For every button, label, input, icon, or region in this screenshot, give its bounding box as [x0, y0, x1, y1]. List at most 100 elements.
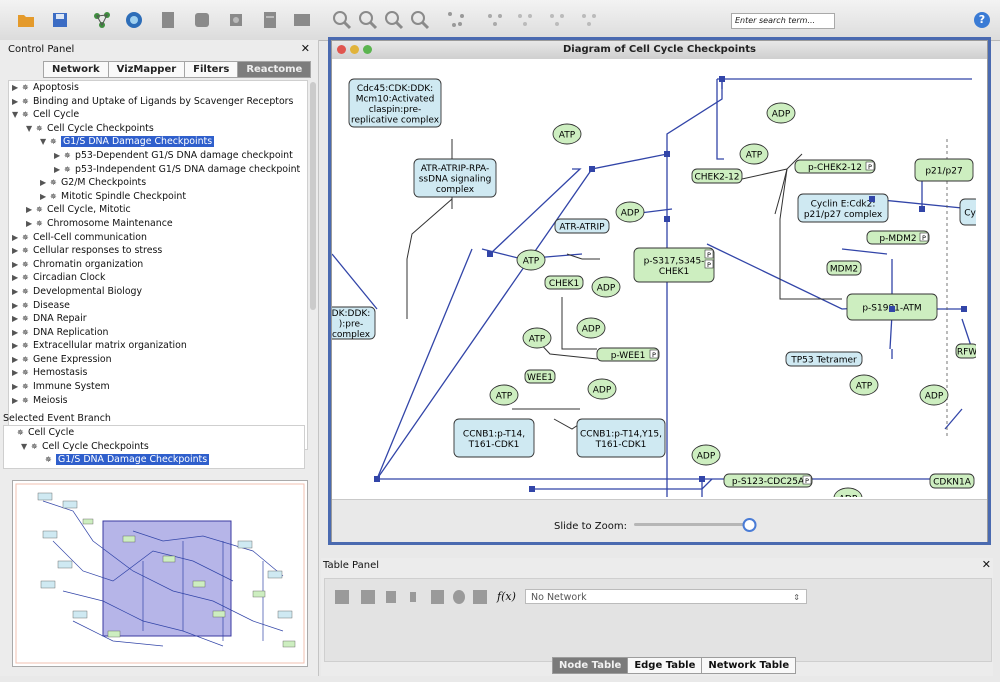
collapsed-arrow-icon[interactable]: ▶ [12, 300, 19, 310]
small-molecule-node[interactable]: ADP [766, 102, 796, 124]
tree-item[interactable]: ▶✵Hemostasis [9, 366, 307, 380]
tree-item[interactable]: ▶✵Chromosome Maintenance [9, 217, 307, 231]
collapsed-arrow-icon[interactable]: ▶ [12, 341, 19, 351]
collapsed-arrow-icon[interactable]: ▶ [12, 382, 19, 392]
tab-network[interactable]: Network [44, 62, 109, 77]
tree-item[interactable]: ▶✵Chromatin organization [9, 258, 307, 272]
tree-item[interactable]: ▼✵Cell Cycle [9, 108, 307, 122]
small-molecule-node[interactable]: ATP [552, 123, 582, 145]
layout-icon[interactable] [446, 10, 466, 30]
tree-item[interactable]: ✵G1/S DNA Damage Checkpoints [4, 453, 304, 467]
hide-icon[interactable] [486, 10, 506, 30]
tree-item[interactable]: ✵Cell Cycle [4, 426, 304, 440]
protein-node[interactable]: WEE1 [524, 369, 556, 384]
protein-node[interactable]: MDM2 [826, 260, 862, 276]
collapsed-arrow-icon[interactable]: ▶ [26, 205, 33, 215]
tab-vizmapper[interactable]: VizMapper [109, 62, 186, 77]
table-show-columns-icon[interactable] [335, 590, 349, 604]
tree-item[interactable]: ▶✵p53-Independent G1/S DNA damage checkp… [9, 163, 307, 177]
small-molecule-node[interactable]: ADP [587, 378, 617, 400]
tree-item[interactable]: ▶✵Immune System [9, 380, 307, 394]
function-builder-icon[interactable]: f(x) [497, 590, 516, 603]
tree-item[interactable]: ▶✵p53-Dependent G1/S DNA damage checkpoi… [9, 149, 307, 163]
export-image-icon[interactable] [226, 10, 246, 30]
tab-node-table[interactable]: Node Table [553, 658, 629, 673]
collapsed-arrow-icon[interactable]: ▶ [54, 150, 61, 160]
search-input[interactable]: Enter search term... [731, 13, 835, 29]
save-icon[interactable] [50, 10, 70, 30]
complex-node[interactable]: Cdc45:CDK:DDK:Mcm10:Activatedclaspin:pre… [348, 78, 442, 128]
tree-item[interactable]: ▶✵Mitotic Spindle Checkpoint [9, 190, 307, 204]
tree-item[interactable]: ▶✵Cell-Cell communication [9, 231, 307, 245]
session-icon[interactable] [292, 10, 312, 30]
collapsed-arrow-icon[interactable]: ▶ [40, 178, 47, 188]
table-database-icon[interactable] [453, 590, 465, 604]
zoom-in-icon[interactable] [332, 10, 352, 30]
complex-node[interactable]: Cyclin E:Cdk2:p21/p27 complex [797, 193, 889, 223]
collapsed-arrow-icon[interactable]: ▶ [12, 273, 19, 283]
tab-network-table[interactable]: Network Table [708, 660, 790, 671]
expanded-arrow-icon[interactable]: ▼ [12, 110, 19, 120]
collapsed-arrow-icon[interactable]: ▶ [40, 191, 47, 201]
open-icon[interactable] [16, 10, 36, 30]
collapsed-arrow-icon[interactable]: ▶ [12, 395, 19, 405]
tree-item[interactable]: ▼✵G1/S DNA Damage Checkpoints [9, 135, 307, 149]
complex-node[interactable]: Cy [959, 198, 976, 226]
small-molecule-node[interactable]: ATP [522, 327, 552, 349]
small-molecule-node[interactable]: ADP [691, 444, 721, 466]
import-table-icon[interactable] [124, 10, 144, 30]
tree-item[interactable]: ▶✵DNA Replication [9, 326, 307, 340]
protein-node[interactable]: CDKN1A [929, 473, 975, 489]
import-network-icon[interactable] [92, 10, 112, 30]
table-link-icon[interactable] [410, 592, 416, 602]
tree-item[interactable]: ▶✵Disease [9, 299, 307, 313]
close-icon[interactable]: ✕ [300, 42, 310, 55]
tree-item[interactable]: ▶✵Cellular responses to stress [9, 244, 307, 258]
collapsed-arrow-icon[interactable]: ▶ [12, 286, 19, 296]
complex-node[interactable]: DK:DDK:):pre-complex [332, 306, 376, 340]
collapse-icon[interactable] [580, 10, 600, 30]
small-molecule-node[interactable]: ADP [615, 201, 645, 223]
tree-item[interactable]: ▼✵Cell Cycle Checkpoints [4, 440, 304, 454]
tree-item[interactable]: ▶✵Circadian Clock [9, 271, 307, 285]
zoom-selected-icon[interactable] [410, 10, 430, 30]
protein-node[interactable]: p21/p27 [914, 158, 974, 182]
small-molecule-node[interactable]: ADP [591, 276, 621, 298]
tree-item[interactable]: ▶✵G2/M Checkpoints [9, 176, 307, 190]
collapsed-arrow-icon[interactable]: ▶ [54, 164, 61, 174]
small-molecule-node[interactable]: ADP [919, 384, 949, 406]
expanded-arrow-icon[interactable]: ▼ [40, 137, 47, 147]
tree-item[interactable]: ▶✵Binding and Uptake of Ligands by Scave… [9, 95, 307, 109]
collapsed-arrow-icon[interactable]: ▶ [26, 218, 33, 228]
maximize-window-icon[interactable] [363, 45, 372, 54]
zoom-out-icon[interactable] [358, 10, 378, 30]
small-molecule-node[interactable]: ADP [576, 317, 606, 339]
tree-item[interactable]: ▶✵Developmental Biology [9, 285, 307, 299]
collapsed-arrow-icon[interactable]: ▶ [12, 354, 19, 364]
protein-node[interactable]: CHEK1 [544, 275, 584, 290]
minimize-window-icon[interactable] [350, 45, 359, 54]
tree-item[interactable]: ▶✵Gene Expression [9, 353, 307, 367]
close-window-icon[interactable] [337, 45, 346, 54]
expanded-arrow-icon[interactable]: ▼ [21, 441, 28, 451]
collapsed-arrow-icon[interactable]: ▶ [12, 314, 19, 324]
tree-item[interactable]: ▶✵Meiosis [9, 394, 307, 408]
table-new-column-icon[interactable] [386, 591, 396, 603]
export-network-icon[interactable] [158, 10, 178, 30]
protein-node[interactable]: CHEK2-12 [691, 168, 743, 184]
table-export-icon[interactable] [473, 590, 487, 604]
protein-node[interactable]: RFW [955, 343, 976, 359]
zoom-slider[interactable] [632, 517, 762, 533]
complex-node[interactable]: CCNB1:p-T14,Y15,T161-CDK1 [576, 418, 666, 458]
table-delete-column-icon[interactable] [361, 590, 375, 604]
collapsed-arrow-icon[interactable]: ▶ [12, 327, 19, 337]
tree-item[interactable]: ▶✵DNA Repair [9, 312, 307, 326]
tree-item[interactable]: ▶✵Apoptosis [9, 81, 307, 95]
expanded-arrow-icon[interactable]: ▼ [26, 123, 33, 133]
